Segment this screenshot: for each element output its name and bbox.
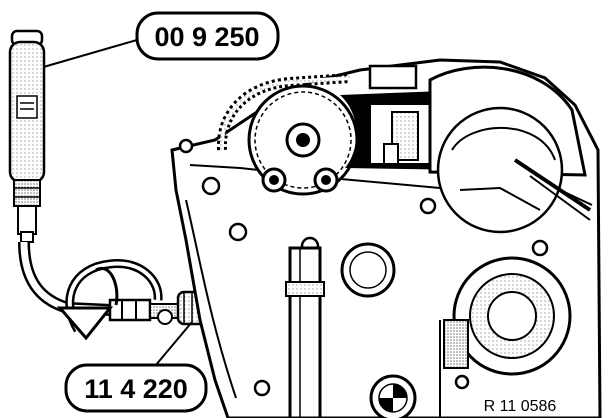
bottom-callout: 11 4 220	[64, 321, 208, 413]
lower-cover-opening	[340, 242, 396, 298]
tool-label-plate	[16, 95, 38, 119]
bottom-callout-label: 11 4 220	[84, 374, 188, 404]
top-leader-line	[39, 39, 138, 69]
crankshaft-pulley	[439, 256, 572, 418]
top-callout: 00 9 250	[39, 11, 280, 69]
counterclockwise-arrow-icon	[56, 259, 163, 341]
timing-chain	[216, 73, 351, 151]
bottom-callout-box	[64, 363, 208, 413]
guide-tube	[285, 246, 325, 418]
camshaft-sprocket-intake	[247, 84, 359, 196]
top-callout-box	[135, 11, 280, 61]
figure-reference: R 11 0586	[484, 398, 557, 415]
upper-right-cover	[428, 65, 592, 234]
cover-bolts	[178, 138, 549, 397]
pressure-tool	[8, 29, 46, 243]
roundel-logo-icon	[369, 374, 417, 418]
top-callout-label: 00 9 250	[154, 22, 259, 52]
